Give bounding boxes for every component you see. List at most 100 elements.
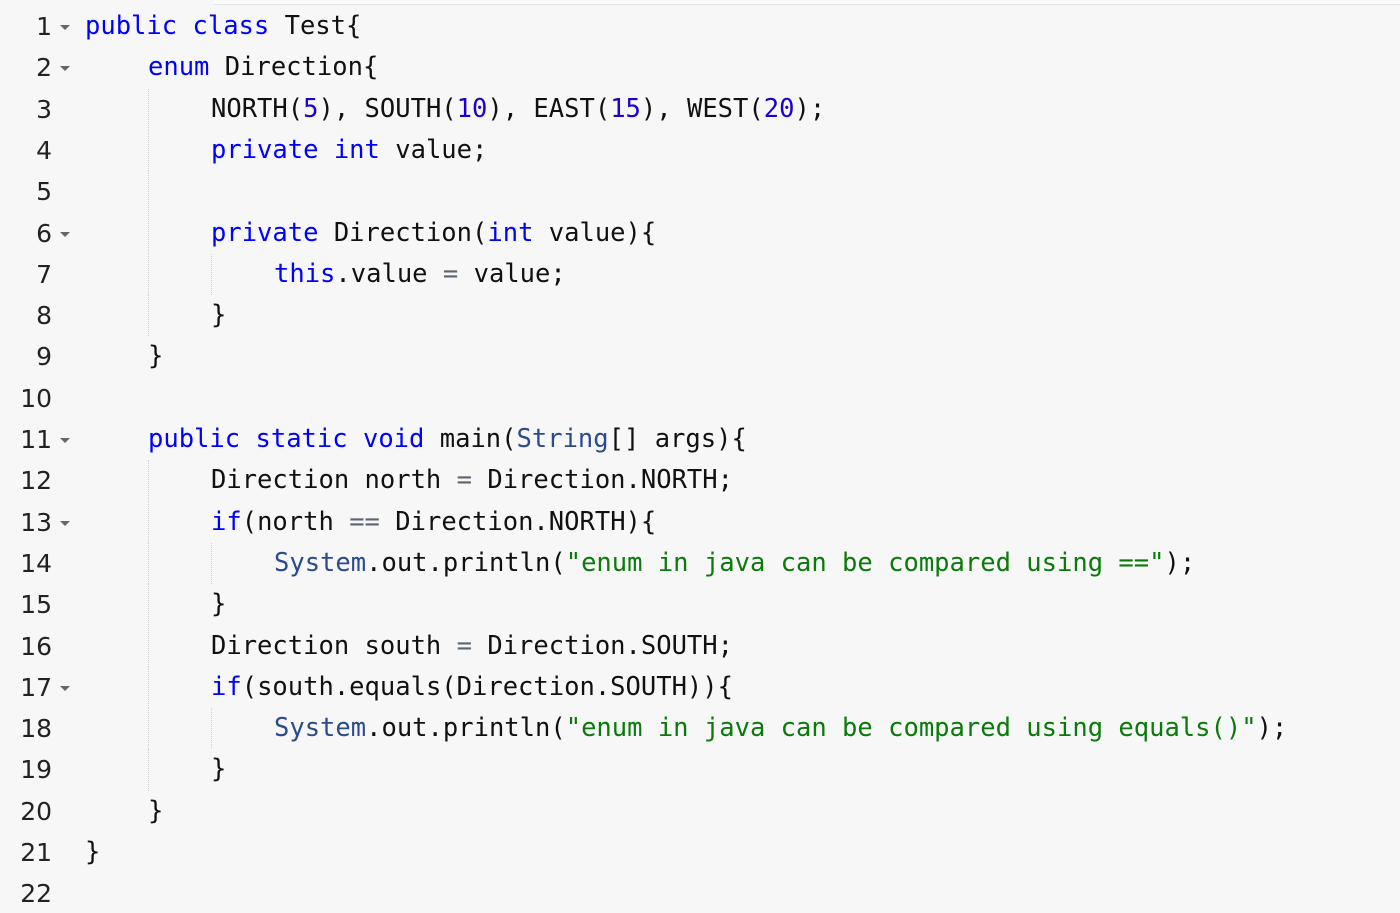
code-text: }	[211, 584, 226, 625]
line-number: 14	[20, 548, 52, 578]
code-line[interactable]	[0, 873, 1400, 913]
indent-guide	[211, 542, 212, 585]
fold-arrow-down-icon[interactable]	[60, 438, 70, 443]
line-number: 17	[20, 672, 52, 702]
gutter-row: 9	[0, 336, 80, 377]
code-token-plain: }	[148, 795, 164, 826]
code-line[interactable]: System.out.println("enum in java can be …	[0, 708, 1400, 750]
code-token-plain: }	[211, 754, 227, 785]
gutter-row: 16	[0, 626, 80, 667]
gutter-row: 19	[0, 749, 80, 790]
line-number: 6	[36, 218, 52, 248]
fold-arrow-down-icon[interactable]	[60, 231, 70, 237]
code-token-plain: }	[211, 589, 227, 620]
gutter-row: 13	[0, 502, 80, 543]
code-text: if(south.equals(Direction.SOUTH)){	[211, 667, 733, 708]
code-text: public static void main(String[] args){	[148, 419, 747, 460]
fold-arrow-down-icon[interactable]	[60, 520, 70, 526]
code-line[interactable]: if(south.equals(Direction.SOUTH)){	[0, 666, 1400, 709]
code-text: private Direction(int value){	[211, 213, 656, 254]
code-token-plain: value){	[533, 217, 657, 248]
code-text: private int value;	[211, 130, 487, 171]
code-token-number: 20	[763, 93, 795, 124]
code-token-plain: value;	[458, 258, 566, 289]
code-token-number: 15	[610, 93, 641, 124]
line-number: 12	[20, 466, 52, 496]
gutter-row: 8	[0, 295, 80, 336]
code-line[interactable]: private Direction(int value){	[0, 212, 1400, 254]
code-line[interactable]: this.value = value;	[0, 253, 1400, 296]
code-token-plain: ), SOUTH(	[318, 93, 457, 124]
code-token-plain: ), WEST(	[640, 93, 764, 124]
line-number: 20	[20, 796, 52, 826]
code-line[interactable]: public static void main(String[] args){	[0, 419, 1400, 460]
indent-guide	[148, 708, 149, 750]
code-line[interactable]: }	[0, 791, 1400, 832]
indent-guide	[148, 749, 149, 791]
code-token-plain: Test{	[269, 11, 362, 41]
code-token-plain: .value	[335, 258, 443, 289]
code-token-plain	[240, 424, 255, 454]
code-line[interactable]: public class Test{	[0, 6, 1400, 47]
code-token-keyword: if	[211, 506, 242, 537]
line-number: 22	[20, 879, 52, 909]
indent-guide	[211, 253, 212, 296]
line-number: 15	[20, 590, 52, 620]
code-line[interactable]: }	[0, 336, 1400, 377]
code-line[interactable]: NORTH(5), SOUTH(10), EAST(15), WEST(20);	[0, 88, 1400, 130]
code-token-plain: );	[1164, 547, 1196, 578]
line-number: 3	[36, 94, 52, 124]
indent-guide	[211, 708, 212, 750]
code-line[interactable]: System.out.println("enum in java can be …	[0, 542, 1400, 585]
indent-guide	[148, 460, 149, 502]
code-line[interactable]: }	[0, 295, 1400, 337]
code-token-operator: =	[456, 465, 472, 496]
gutter-row: 21	[0, 832, 80, 873]
line-number: 9	[36, 342, 52, 372]
code-token-keyword: private	[211, 134, 319, 165]
indent-guide	[148, 584, 149, 626]
code-token-plain: Direction(	[318, 217, 488, 248]
code-line[interactable]: Direction south = Direction.SOUTH;	[0, 625, 1400, 667]
code-token-keyword: private	[211, 217, 319, 248]
code-token-keyword: public	[85, 11, 178, 41]
indent-guide	[148, 542, 149, 585]
line-number: 7	[36, 259, 52, 289]
code-token-type: System	[274, 713, 367, 744]
code-line[interactable]	[0, 171, 1400, 213]
fold-arrow-down-icon[interactable]	[60, 66, 70, 72]
code-token-operator: =	[442, 258, 459, 289]
gutter-row: 20	[0, 791, 80, 832]
code-token-plain: NORTH(	[211, 93, 304, 124]
editor-top-border	[214, 0, 1400, 5]
line-number: 19	[20, 755, 52, 785]
indent-guide	[148, 253, 149, 296]
code-text: Direction south = Direction.SOUTH;	[211, 626, 733, 667]
indent-guide	[148, 129, 149, 172]
code-text: }	[148, 336, 163, 377]
code-line[interactable]: Direction north = Direction.NORTH;	[0, 460, 1400, 502]
line-number: 2	[36, 53, 52, 83]
code-line[interactable]: }	[0, 749, 1400, 791]
gutter-row: 1	[0, 6, 80, 47]
fold-arrow-down-icon[interactable]	[60, 685, 70, 691]
code-line[interactable]: }	[0, 832, 1400, 873]
indent-guide	[148, 666, 149, 709]
code-line[interactable]: }	[0, 584, 1400, 626]
gutter-row: 15	[0, 584, 80, 625]
code-token-plain: value;	[379, 134, 488, 165]
gutter-row: 12	[0, 460, 80, 501]
code-token-number: 5	[303, 93, 319, 124]
fold-arrow-down-icon[interactable]	[60, 25, 70, 30]
code-token-plain: Direction.NORTH;	[472, 465, 733, 496]
code-line[interactable]: if(north == Direction.NORTH){	[0, 501, 1400, 543]
code-line[interactable]: enum Direction{	[0, 47, 1400, 88]
gutter-row: 10	[0, 378, 80, 419]
gutter-row: 22	[0, 873, 80, 913]
code-line[interactable]: private int value;	[0, 129, 1400, 172]
gutter-row: 6	[0, 213, 80, 254]
code-line[interactable]	[0, 378, 1400, 419]
indent-guide	[148, 295, 149, 337]
